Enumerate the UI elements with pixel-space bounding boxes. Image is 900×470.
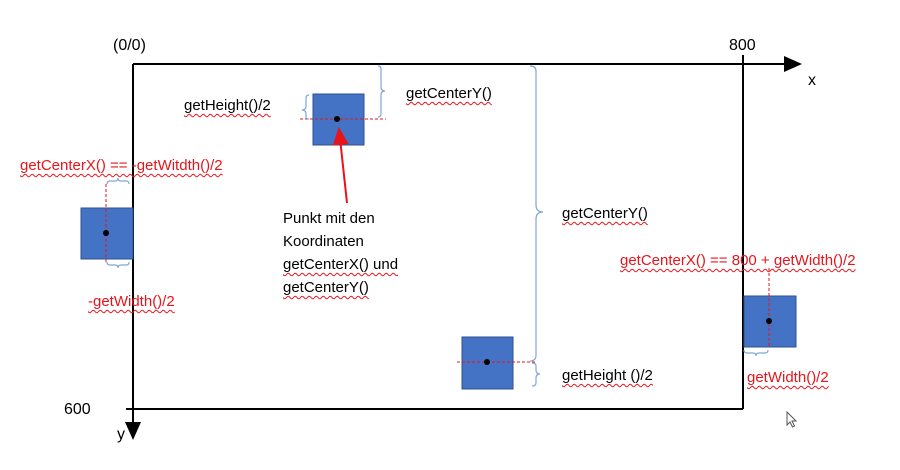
left-square-width-half-label: -getWidth()/2	[88, 293, 175, 310]
bottom-square-center-dot	[484, 359, 490, 365]
center-point-note: Punkt mit den Koordinaten getCenterX() u…	[283, 207, 398, 299]
note-line-2: Koordinaten	[283, 233, 364, 250]
left-square-center-x-label: getCenterX() == -getWitdth()/2	[20, 157, 223, 174]
right-square-center-dot	[766, 318, 772, 324]
note-line-1: Punkt mit den	[283, 210, 375, 227]
right-width-half-brace	[743, 349, 769, 357]
center-point-arrow	[332, 127, 349, 204]
y-axis-label: y	[117, 426, 125, 443]
left-width-half-brace	[106, 261, 130, 269]
top-square-center-y-label: getCenterY()	[406, 85, 492, 102]
mouse-pointer-icon	[786, 411, 798, 428]
x-axis-label: x	[808, 72, 816, 89]
y-end-label: 600	[64, 401, 91, 418]
top-square-center-dot	[334, 116, 340, 122]
bottom-square-height-half-label: getHeight ()/2	[562, 367, 653, 384]
left-center-x-brace	[106, 177, 130, 185]
right-center-y-label: getCenterY()	[562, 205, 648, 222]
x-end-label: 800	[729, 37, 756, 54]
right-square-center-x-label: getCenterX() == 800 + getWidth()/2	[620, 252, 856, 269]
bottom-center-y-brace	[529, 65, 544, 362]
top-square-height-half-label: getHeight()/2	[184, 97, 271, 114]
note-line-4: getCenterY()	[283, 279, 369, 296]
left-square-center-dot	[103, 230, 109, 236]
bottom-height-half-brace	[531, 362, 541, 387]
note-line-3: getCenterX() und	[283, 256, 399, 273]
top-center-y-brace	[377, 65, 386, 118]
origin-label: (0/0)	[113, 37, 146, 54]
top-square-height-brace	[301, 94, 310, 120]
right-square-width-half-label: getWidth()/2	[747, 369, 829, 386]
